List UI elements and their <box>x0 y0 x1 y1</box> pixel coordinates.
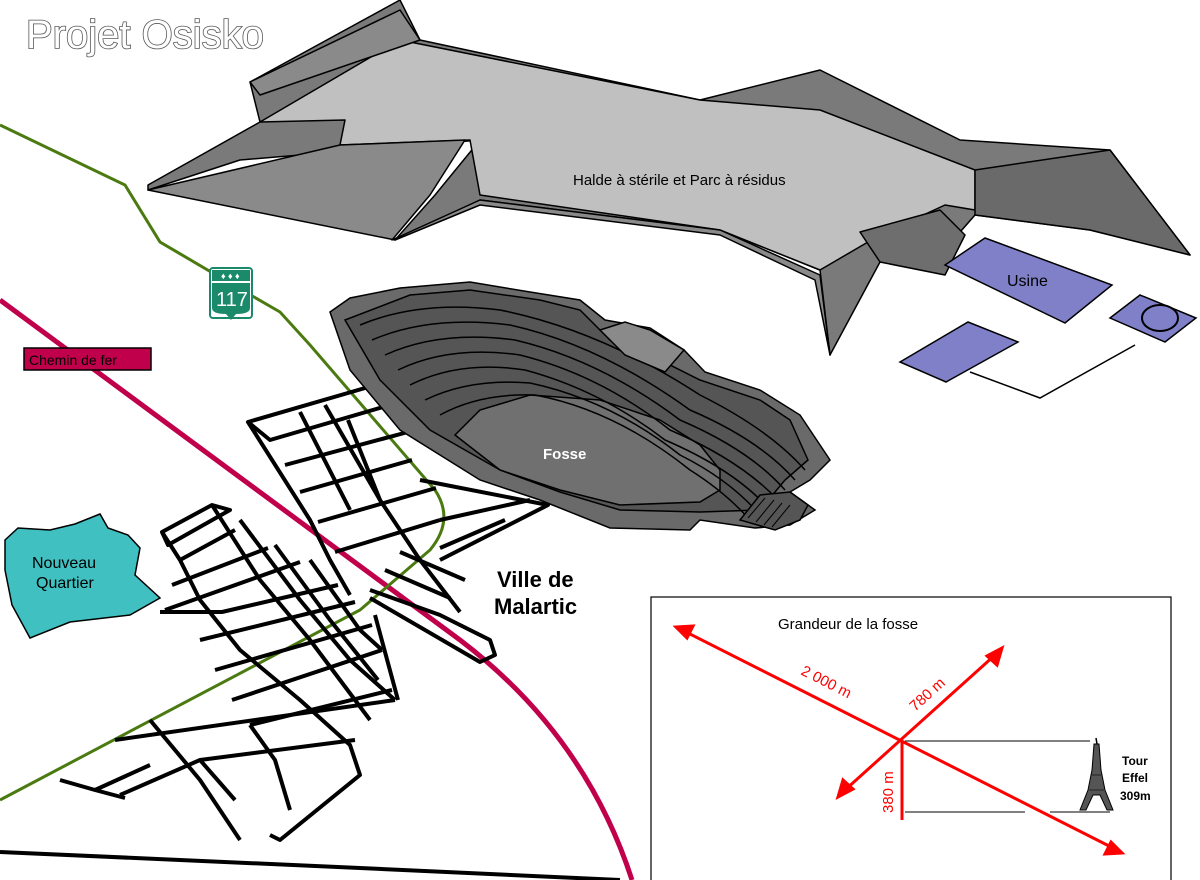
tower-label-line1: Tour <box>1122 754 1148 768</box>
railway-line <box>0 297 635 880</box>
nouveau-quartier-area <box>4 513 162 639</box>
town-grid-south <box>59 503 400 842</box>
map-title: Projet Osisko <box>26 13 264 57</box>
route-117-shield: ♦ ♦ ♦ <box>209 267 253 320</box>
tower-label-line3: 309m <box>1120 789 1151 803</box>
svg-text:♦: ♦ <box>221 271 226 281</box>
eiffel-tower-icon <box>1079 737 1114 811</box>
depth-label: 380 m <box>880 771 897 813</box>
tower-label-line2: Effel <box>1122 771 1148 785</box>
pit-size-inset <box>650 596 1172 880</box>
svg-text:♦: ♦ <box>228 271 233 281</box>
quartier-label-line2: Quartier <box>36 575 94 592</box>
usine-label: Usine <box>1007 273 1048 290</box>
halde-parc-residus <box>147 0 1191 356</box>
bottom-road <box>0 850 621 880</box>
railway-label: Chemin de fer <box>29 352 117 368</box>
usine-complex <box>898 237 1198 399</box>
ville-label-line2: Malartic <box>494 594 577 619</box>
ville-label-line1: Ville de <box>497 567 574 592</box>
inset-title: Grandeur de la fosse <box>778 616 918 633</box>
route-number: 117 <box>216 289 248 311</box>
fosse-label: Fosse <box>543 446 586 463</box>
fosse-pit <box>329 281 831 531</box>
halde-label: Halde à stérile et Parc à résidus <box>573 172 786 189</box>
svg-text:♦: ♦ <box>235 271 240 281</box>
quartier-label-line1: Nouveau <box>32 555 96 572</box>
railway-label-box <box>23 347 152 371</box>
